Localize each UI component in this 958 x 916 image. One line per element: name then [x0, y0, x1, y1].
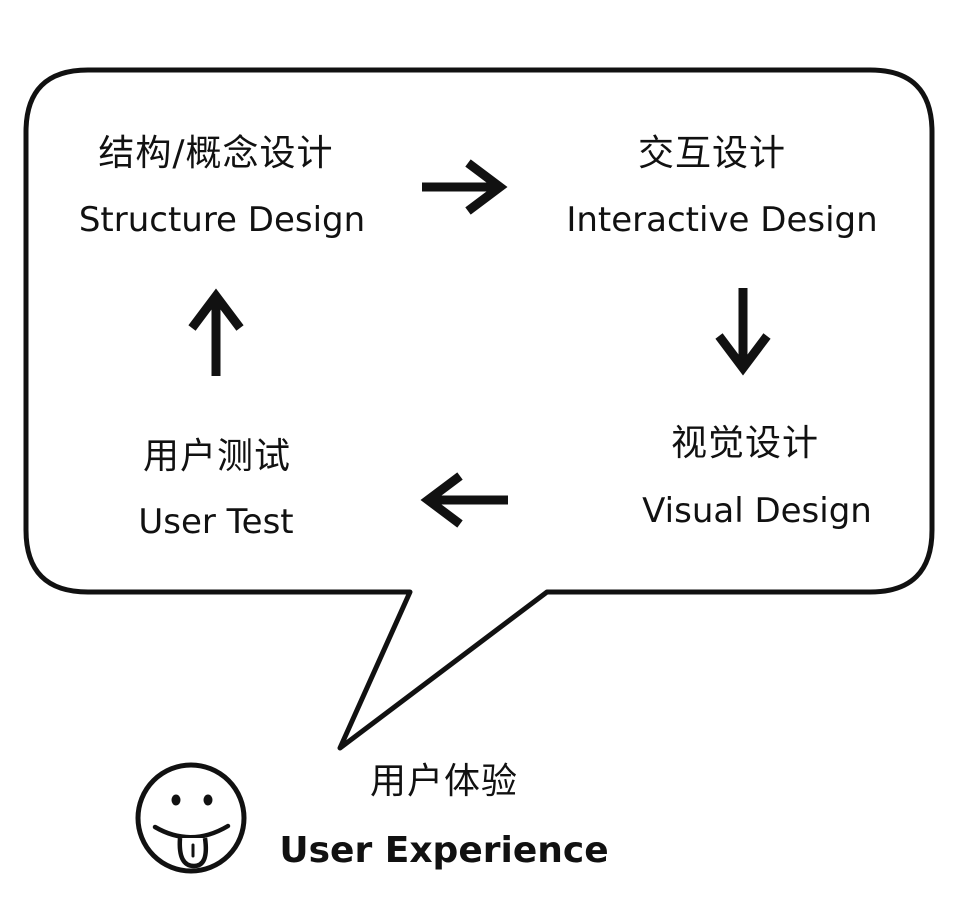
- structure-design-cn-label: 结构/概念设计: [98, 133, 334, 174]
- arrow-up-icon: [188, 288, 244, 376]
- interactive-design-en-label: Interactive Design: [566, 200, 878, 240]
- user-test-en-label: User Test: [138, 502, 294, 542]
- visual-design-en-label: Visual Design: [642, 491, 872, 531]
- arrow-right-icon: [422, 159, 508, 215]
- visual-design-cn-label: 视觉设计: [670, 423, 820, 464]
- structure-design-en-label: Structure Design: [78, 200, 366, 240]
- user-experience-cn-label: 用户体验: [369, 761, 519, 802]
- arrow-left-icon: [420, 472, 508, 528]
- interactive-design-cn-label: 交互设计: [637, 133, 787, 174]
- user-experience-en-label: User Experience: [279, 830, 609, 871]
- speech-bubble: [23, 67, 935, 751]
- user-test-cn-label: 用户测试: [142, 436, 292, 477]
- arrow-down-icon: [715, 288, 771, 376]
- smiley-tongue-icon: [135, 762, 247, 874]
